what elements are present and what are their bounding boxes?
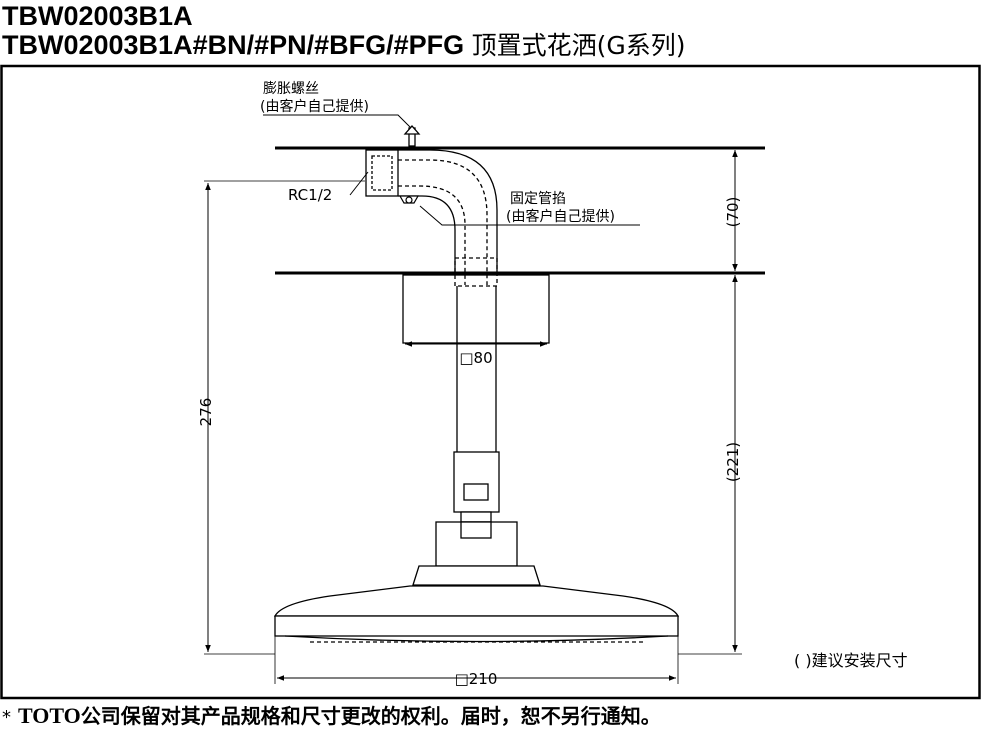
dim-70-label: (70) bbox=[724, 197, 742, 228]
footer-notice: 公司保留对其产品规格和尺寸更改的权利。届时，恕不另行通知。 bbox=[80, 704, 661, 728]
drawing-frame bbox=[0, 64, 981, 700]
callout-expansion-screw-note: (由客户自己提供) bbox=[260, 98, 369, 115]
brand-logo: TOTO bbox=[17, 703, 81, 728]
dim-80-label: □80 bbox=[459, 349, 492, 367]
model-variants: TBW02003B1A#BN/#PN/#BFG/#PFG bbox=[2, 30, 465, 60]
callout-pipe-clamp: 固定管掐 bbox=[510, 191, 566, 207]
shower-head bbox=[273, 565, 680, 643]
model-variants-title: TBW02003B1A#BN/#PN/#BFG/#PFG 顶置式花洒(G系列) bbox=[2, 31, 686, 60]
leader-thread bbox=[349, 171, 369, 196]
vertical-pipe bbox=[435, 286, 518, 567]
product-name: 顶置式花洒(G系列) bbox=[471, 31, 686, 60]
model-number: TBW02003B1A bbox=[2, 1, 193, 31]
expansion-screw bbox=[403, 125, 421, 147]
flange bbox=[402, 274, 550, 344]
dim-221-label: (221) bbox=[724, 442, 742, 482]
dim-276-label: 276 bbox=[197, 398, 215, 427]
dim-210-label: □210 bbox=[455, 670, 498, 688]
callout-pipe-clamp-note: (由客户自己提供) bbox=[506, 208, 615, 225]
dim-210 bbox=[274, 636, 679, 684]
callout-thread: RC1/2 bbox=[288, 186, 332, 204]
footer-disclaimer: * TOTO公司保留对其产品规格和尺寸更改的权利。届时，恕不另行通知。 bbox=[2, 700, 661, 729]
leader-pipe-clamp bbox=[419, 205, 640, 226]
elbow-pipe bbox=[365, 149, 498, 287]
leader-expansion-screw bbox=[263, 114, 412, 129]
dim-276 bbox=[204, 180, 365, 655]
pipe-clamp bbox=[398, 195, 420, 204]
footer-star: * bbox=[2, 707, 11, 728]
callout-expansion-screw: 膨胀螺丝 bbox=[263, 80, 319, 97]
legend-note: ( )建议安装尺寸 bbox=[794, 651, 908, 670]
